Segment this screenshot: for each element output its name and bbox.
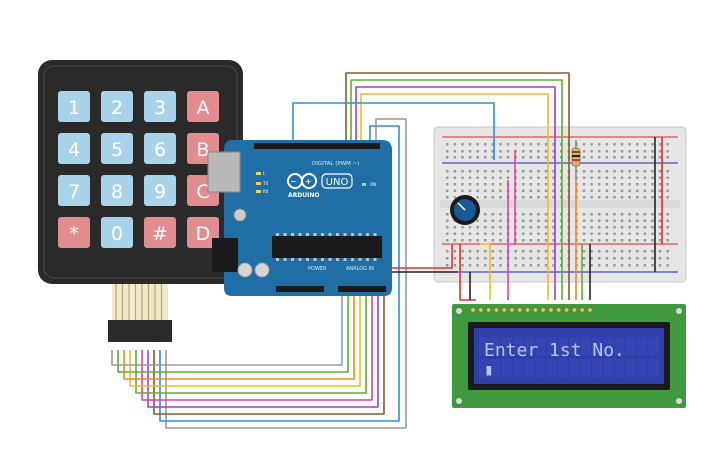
svg-text:+: + <box>305 177 312 186</box>
keypad-key-label: 9 <box>154 181 166 203</box>
keypad-key[interactable]: 3 <box>144 91 176 122</box>
keypad-ribbon <box>108 284 172 342</box>
rx-label: RX <box>263 189 269 194</box>
svg-text:−: − <box>291 178 297 186</box>
keypad-key-label: 8 <box>111 181 123 203</box>
wire-purple-bottom <box>147 290 379 408</box>
keypad-key[interactable]: * <box>58 217 90 248</box>
wire-green-top <box>350 79 563 300</box>
usb-port <box>207 151 241 193</box>
keypad-key-label: * <box>69 223 79 245</box>
reset-button[interactable] <box>233 208 247 222</box>
arduino-model: UNO <box>326 177 349 188</box>
keypad-key-label: 4 <box>68 139 80 161</box>
breadboard-holes <box>446 143 669 267</box>
wire-pink-bottom <box>141 290 373 401</box>
pot-indicator <box>457 202 466 211</box>
keypad-keys: 1 2 3 A 4 5 6 B 7 8 9 C * 0 # D <box>58 91 219 248</box>
keypad-key-label: 6 <box>154 139 166 161</box>
analog-header <box>338 286 386 292</box>
wire-gray-right <box>165 118 407 429</box>
wire-blue-right <box>159 125 400 422</box>
resistor <box>571 140 581 180</box>
keypad-key[interactable]: 7 <box>58 175 90 206</box>
keypad-key-label: 1 <box>68 97 80 119</box>
keypad: 1 2 3 A 4 5 6 B 7 8 9 C * 0 # D <box>38 60 243 342</box>
keypad-key[interactable]: 0 <box>101 217 133 248</box>
keypad-key-label: 0 <box>111 223 123 245</box>
keypad-key[interactable]: 4 <box>58 133 90 164</box>
keypad-key[interactable]: 6 <box>144 133 176 164</box>
keypad-key[interactable]: 1 <box>58 91 90 122</box>
arduino-board: DIGITAL (PWM ~) − + ARDUINO UNO ON TX RX… <box>207 140 392 296</box>
wire-brown-bottom <box>153 290 385 415</box>
power-label: POWER <box>308 266 327 272</box>
analog-label: ANALOG IN <box>346 266 374 272</box>
wire-yellow-lcd <box>480 243 491 300</box>
lcd-module: Enter 1st No. ▮ <box>452 304 686 408</box>
arduino-brand: ARDUINO <box>288 192 319 199</box>
keypad-key-label: # <box>152 223 168 245</box>
wire-gray-low <box>111 290 343 366</box>
power-jack <box>212 238 238 272</box>
atmega-chip <box>272 236 382 258</box>
keypad-key-label: 2 <box>111 97 123 119</box>
keypad-key-label: B <box>196 139 209 161</box>
potentiometer[interactable] <box>450 195 480 225</box>
wire-yellow-bottom <box>129 290 361 387</box>
keypad-key-label: A <box>197 97 210 119</box>
lcd-line1: Enter 1st No. <box>484 340 625 361</box>
wire-yellow-top <box>360 93 549 300</box>
keypad-key[interactable]: 2 <box>101 91 133 122</box>
wire-green-low <box>117 290 349 373</box>
keypad-key-label: 7 <box>68 181 80 203</box>
keypad-key-label: 3 <box>154 97 166 119</box>
digital-label: DIGITAL (PWM ~) <box>312 161 359 167</box>
uno-badge <box>321 173 353 189</box>
wire-blue-top <box>292 102 495 160</box>
arduino-logo: − + <box>287 173 317 189</box>
keypad-key-label: D <box>196 223 211 245</box>
keypad-key[interactable]: 5 <box>101 133 133 164</box>
lcd-line2: ▮ <box>484 360 494 379</box>
keypad-key[interactable]: 9 <box>144 175 176 206</box>
keypad-connector <box>108 320 172 342</box>
power-header <box>276 286 324 292</box>
digital-header <box>254 143 380 149</box>
wires <box>111 72 663 429</box>
keypad-key[interactable]: # <box>144 217 176 248</box>
keypad-key-label: C <box>196 181 209 203</box>
l-label: L <box>263 171 266 176</box>
on-label: ON <box>370 182 376 187</box>
wire-brown-top <box>345 72 570 300</box>
keypad-key-label: 5 <box>111 139 123 161</box>
keypad-key[interactable]: 8 <box>101 175 133 206</box>
keypad-key[interactable]: D <box>187 217 219 248</box>
keypad-key[interactable]: A <box>187 91 219 122</box>
wire-purple-top <box>355 86 556 300</box>
tx-label: TX <box>262 181 268 186</box>
